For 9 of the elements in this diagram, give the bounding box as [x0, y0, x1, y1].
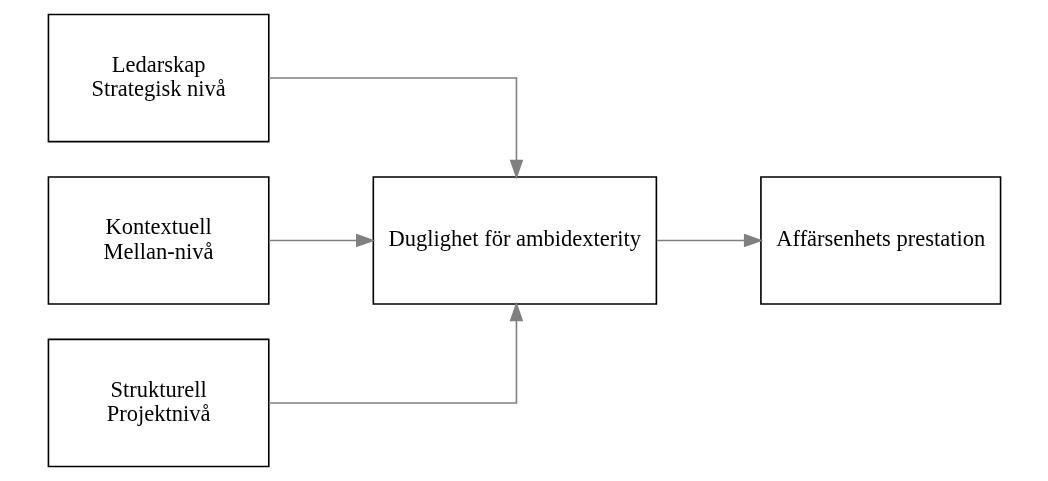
node-box: Kontextuell Mellan-nivå — [47, 176, 270, 305]
arrow — [267, 77, 523, 180]
node-box: Ledarskap Strategisk nivå — [47, 13, 270, 143]
node-box: Affärsenhets prestation — [759, 176, 1001, 305]
node-box: Strukturell Projektnivå — [47, 338, 270, 468]
node-box: Duglighet för ambidexterity — [372, 176, 657, 305]
arrow — [267, 233, 375, 248]
arrow — [655, 233, 763, 248]
arrow — [267, 301, 523, 404]
